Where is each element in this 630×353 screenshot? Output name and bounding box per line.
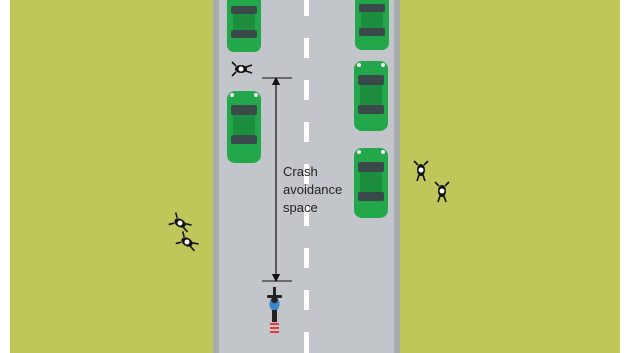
- lane-dash: [304, 290, 309, 310]
- label-line: space: [283, 199, 363, 217]
- label-line: avoidance: [283, 181, 363, 199]
- lane-dash: [304, 248, 309, 268]
- lane-dash: [304, 38, 309, 58]
- lane-dash: [304, 0, 309, 16]
- lane-dash: [304, 122, 309, 142]
- car-top-view-icon: [354, 61, 388, 131]
- grass-left: [10, 0, 213, 353]
- car-top-view-icon: [227, 0, 261, 52]
- label-line: Crash: [283, 163, 363, 181]
- lane-dash: [304, 80, 309, 100]
- road-edge-right: [394, 0, 400, 353]
- crash-avoidance-space-label: Crash avoidance space: [283, 163, 363, 217]
- grass-right: [400, 0, 620, 353]
- lane-dash: [304, 332, 309, 353]
- road-edge-left: [213, 0, 219, 353]
- car-top-view-icon: [355, 0, 389, 50]
- car-top-view-icon: [227, 91, 261, 163]
